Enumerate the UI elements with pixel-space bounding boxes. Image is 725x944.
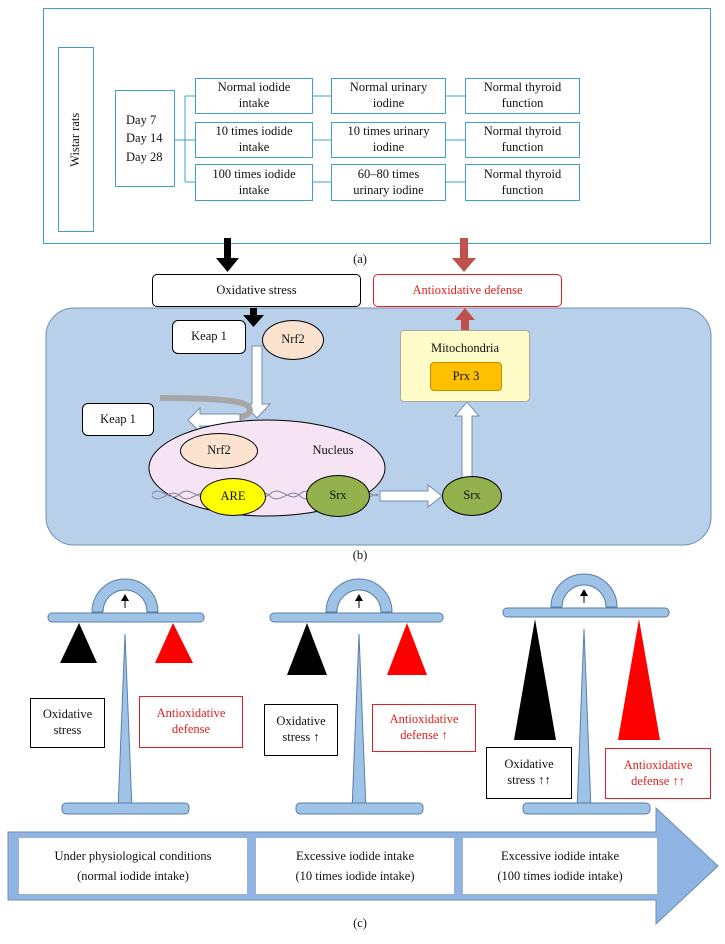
scale-3-base [522, 802, 651, 815]
red-arrow-top-head [452, 258, 476, 272]
urinary-normal-box: Normal urinary iodine [331, 78, 446, 114]
panel-c-caption: (c) [353, 916, 367, 930]
intake-100x-box: 100 times iodide intake [195, 164, 313, 201]
red-arrow-top-shaft [460, 238, 468, 260]
condition-physiological: Under physiological conditions (normal i… [18, 837, 248, 895]
mitochondria-label: Mitochondria [430, 341, 500, 355]
scale-1-arch [91, 578, 159, 613]
panel-b-caption: (b) [352, 548, 368, 562]
scale-1-black-weight [60, 623, 97, 663]
thyroid-normal-box: Normal thyroid function [465, 78, 580, 114]
panel-a-caption: (a) [353, 252, 367, 266]
thyroid-10x-box: Normal thyroid function [465, 122, 580, 158]
black-arrow-top-head [216, 258, 239, 272]
scale-1-antioxidative-label: Antioxidative defense [139, 696, 243, 748]
scale-2-red-weight [387, 623, 427, 675]
panel-a-frame [43, 8, 711, 244]
black-arrow-mid-head [243, 315, 264, 327]
white-arrow-down [242, 345, 272, 419]
srx-nucleus-ellipse: Srx [306, 475, 370, 517]
wistar-rats-box: Wistar rats [58, 47, 94, 232]
scale-3-red-weight [618, 619, 660, 740]
scale-1-base [61, 802, 190, 815]
scale-3-arch [550, 573, 618, 608]
nucleus-label: Nucleus [312, 443, 354, 457]
nrf2-top-ellipse: Nrf2 [262, 320, 324, 360]
red-arrow-mid-shaft [461, 316, 469, 330]
urinary-10x-box: 10 times urinary iodine [331, 122, 446, 158]
urinary-100x-box: 60–80 times urinary iodine [331, 164, 446, 201]
days-box: Day 7 Day 14 Day 28 [115, 90, 175, 187]
scale-3-beam [502, 607, 670, 618]
scale-2-oxidative-label: Oxidative stress ↑ [264, 704, 338, 756]
are-ellipse: ARE [200, 478, 266, 516]
intake-10x-box: 10 times iodide intake [195, 122, 313, 158]
scale-2-base [295, 802, 424, 815]
thyroid-100x-box: Normal thyroid function [465, 164, 580, 201]
balance-scale-1 [47, 578, 205, 815]
scale-1-oxidative-label: Oxidative stress [30, 698, 105, 748]
white-arrow-right [379, 483, 443, 509]
balance-scale-3 [502, 573, 670, 815]
black-arrow-top-shaft [224, 238, 231, 260]
balance-scale-2 [269, 578, 444, 815]
prx3-box: Prx 3 [430, 362, 502, 391]
scale-3-pillar [576, 628, 592, 811]
keap1-left-box: Keap 1 [82, 403, 154, 436]
antioxidative-defense-box: Antioxidative defense [373, 274, 562, 307]
scale-3-black-weight [514, 619, 556, 740]
nrf2-nucleus-ellipse: Nrf2 [180, 433, 258, 469]
scale-1-pillar [117, 633, 133, 811]
scale-2-arch [325, 578, 393, 613]
black-arrow-mid-shaft [250, 308, 257, 318]
oxidative-stress-box: Oxidative stress [152, 274, 361, 307]
scale-2-antioxidative-label: Antioxidative defense ↑ [372, 704, 476, 752]
scale-3-antioxidative-label: Antioxidative defense ↑↑ [605, 748, 711, 799]
scale-3-oxidative-label: Oxidative stress ↑↑ [486, 747, 572, 799]
condition-10x: Excessive iodide intake (10 times iodide… [255, 837, 455, 895]
scale-1-beam [47, 612, 205, 623]
keap1-top-box: Keap 1 [172, 320, 246, 354]
scale-2-black-weight [287, 623, 327, 675]
red-arrow-mid-head [455, 308, 475, 320]
scale-2-pillar [351, 633, 367, 811]
srx-out-ellipse: Srx [442, 476, 502, 516]
white-arrow-up [453, 401, 481, 479]
scale-1-red-weight [155, 623, 193, 663]
scale-2-beam [269, 612, 444, 623]
intake-normal-box: Normal iodide intake [195, 78, 313, 114]
condition-100x: Excessive iodide intake (100 times iodid… [462, 837, 658, 895]
